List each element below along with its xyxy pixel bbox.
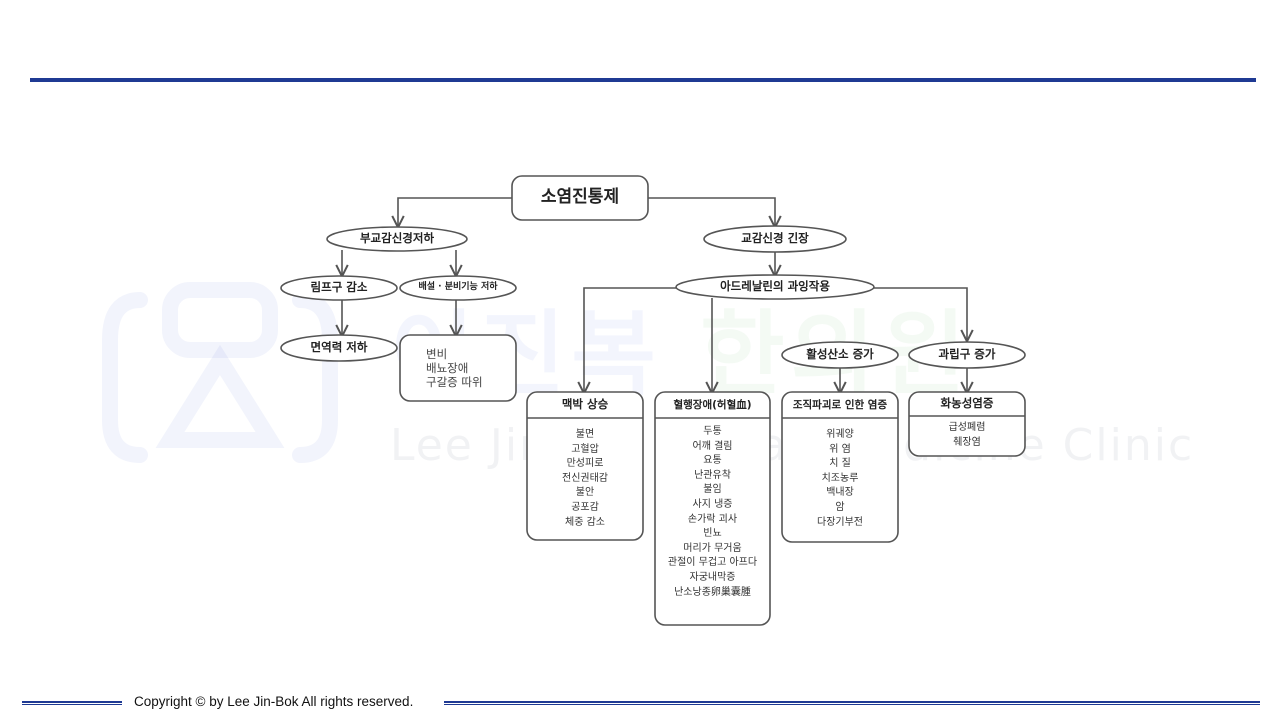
- circulation-list: 두통 어깨 결림 요통 난관유착 불임 사지 냉증 손가락 괴사 빈뇨 머리가 …: [655, 425, 770, 600]
- box-tissue: [781, 391, 899, 543]
- connector-root-right: [648, 197, 775, 226]
- lymph-label: 림프구 감소: [310, 280, 368, 294]
- list-item: 고혈압: [571, 443, 599, 455]
- node-parasympathetic: [326, 226, 468, 252]
- list-item: 배뇨장애: [426, 361, 469, 375]
- list-item: 암: [835, 501, 845, 513]
- list-item: 요통: [703, 455, 722, 467]
- purulent-list: 급성폐렴 췌장염: [909, 421, 1025, 450]
- list-item: 사지 냉증: [692, 498, 733, 510]
- constipation-list: 변비 배뇨장애 구갈증 따위: [426, 347, 483, 389]
- sympathetic-label: 교감신경 긴장: [741, 231, 809, 245]
- active-oxygen-label: 활성산소 증가: [806, 347, 874, 361]
- node-active-oxygen: [781, 341, 899, 369]
- box-pulse: [526, 391, 644, 541]
- immunity-label: 면역력 저하: [310, 340, 368, 354]
- node-lymph: [280, 275, 398, 301]
- adrenaline-label: 아드레날린의 과잉작용: [720, 279, 830, 293]
- list-item: 백내장: [826, 487, 854, 499]
- list-item: 급성폐렴: [948, 422, 986, 433]
- list-item: 만성피로: [566, 458, 604, 470]
- root-label: 소염진통제: [540, 187, 620, 207]
- footer-rule-left: [22, 701, 122, 705]
- tissue-title: 조직파괴로 인한 염증: [792, 399, 888, 411]
- root-node: [511, 175, 649, 221]
- list-item: 다장기부전: [817, 516, 863, 528]
- pulse-title: 맥박 상승: [561, 397, 609, 411]
- node-immunity: [280, 334, 398, 362]
- list-item: 머리가 무거움: [683, 542, 742, 554]
- list-item: 공포감: [571, 501, 599, 513]
- list-item: 전신권태감: [562, 472, 608, 484]
- box-purulent: [908, 391, 1026, 457]
- excretion-label: 배설 · 분비기능 저하: [418, 282, 498, 292]
- list-item: 빈뇨: [703, 528, 722, 540]
- tissue-list: 위궤양 위 염 치 질 치조농루 백내장 암 다장기부전: [782, 428, 898, 530]
- list-item: 관절이 무겁고 아프다: [667, 557, 758, 569]
- copyright-text: Copyright © by Lee Jin-Bok All rights re…: [134, 694, 414, 709]
- node-granulocyte: [908, 341, 1026, 369]
- list-item: 손가락 괴사: [687, 513, 738, 525]
- box-circulation: [654, 391, 771, 626]
- list-item: 자궁내막증: [689, 571, 736, 583]
- node-sympathetic: [703, 225, 847, 253]
- granulocyte-label: 과립구 증가: [938, 347, 996, 361]
- list-item: 위궤양: [826, 429, 854, 440]
- parasympathetic-label: 부교감신경저하: [359, 231, 435, 245]
- list-item: 구갈증 따위: [426, 375, 483, 389]
- list-item: 불임: [703, 484, 722, 496]
- list-item: 변비: [426, 347, 448, 361]
- list-item: 췌장염: [953, 436, 981, 448]
- footer-rule-right: [444, 701, 1260, 705]
- list-item: 난관유착: [694, 469, 731, 481]
- connector-adr-pulse: [584, 287, 676, 392]
- list-item: 체중 감소: [565, 516, 605, 528]
- connector-adr-granulocyte: [874, 287, 967, 340]
- circulation-title: 혈행장애(허혈血): [673, 399, 752, 411]
- list-item: 위 염: [829, 443, 851, 455]
- list-item: 치조농루: [821, 472, 859, 484]
- pulse-list: 불면 고혈압 만성피로 전신권태감 불안 공포감 체중 감소: [527, 428, 643, 530]
- header-rule: [30, 78, 1256, 82]
- list-item: 불면: [575, 429, 595, 440]
- node-excretion: [399, 275, 517, 301]
- list-item: 난소낭종卵巢囊腫: [674, 586, 751, 598]
- purulent-title: 화농성염증: [940, 396, 994, 410]
- node-adrenaline: [675, 274, 875, 300]
- connector-root-left: [398, 197, 512, 226]
- list-item: 불안: [575, 487, 595, 499]
- box-constipation: [399, 334, 517, 402]
- list-item: 두통: [703, 426, 722, 437]
- list-item: 치 질: [829, 458, 851, 470]
- list-item: 어깨 결림: [692, 440, 733, 452]
